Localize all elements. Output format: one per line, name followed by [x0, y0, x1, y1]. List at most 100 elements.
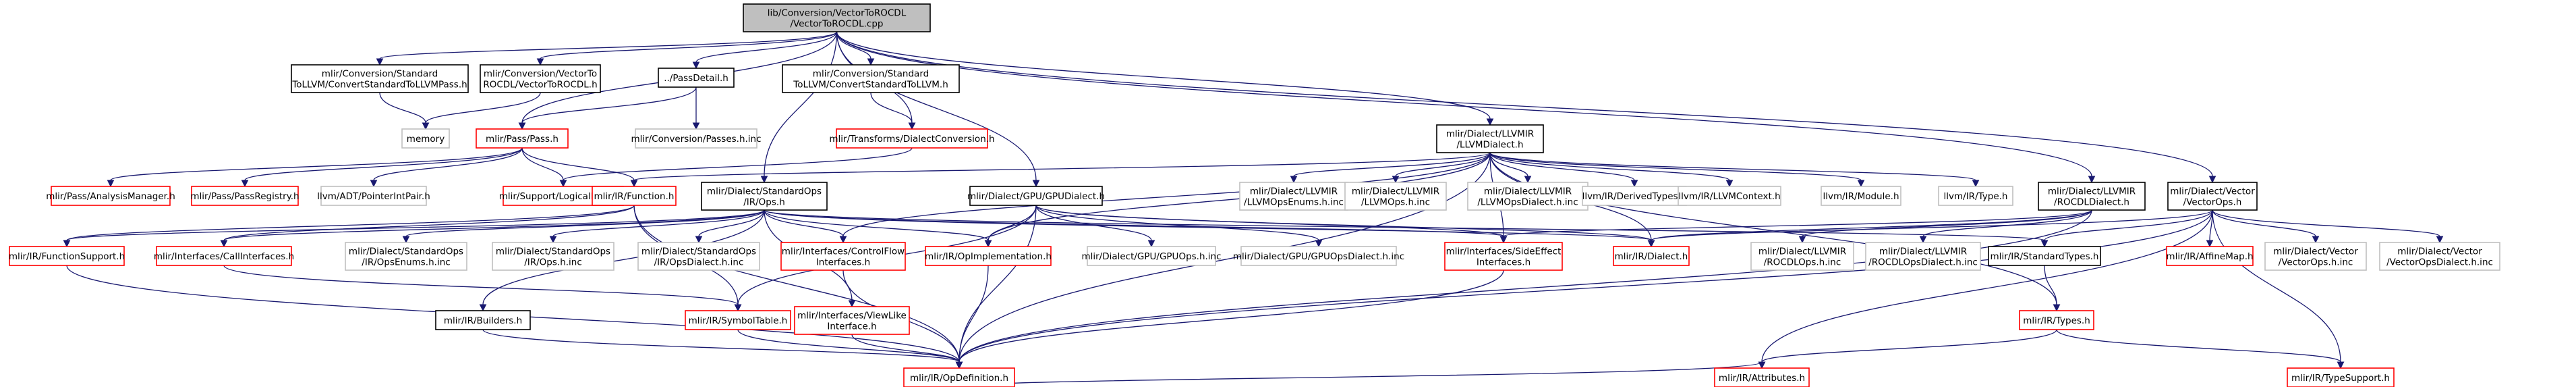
node-box — [658, 68, 735, 88]
node-box — [2019, 310, 2094, 330]
edge-std-ops-to-call-interfaces — [220, 209, 765, 248]
node-label: /IR/OpsDialect.h.inc — [654, 257, 744, 268]
node-vec-to-rocdl-h[interactable]: mlir/Conversion/VectorToROCDL/VectorToRO… — [480, 64, 601, 93]
edge-pass-h-to-logical-result — [521, 147, 567, 188]
node-box — [345, 242, 467, 271]
node-box — [1714, 367, 1810, 387]
node-label: mlir/Dialect/Vector — [2170, 186, 2255, 197]
node-pass-h[interactable]: mlir/Pass/Pass.h — [476, 128, 569, 149]
node-call-interfaces[interactable]: mlir/Interfaces/CallInterfaces.h — [154, 246, 294, 266]
node-op-definition[interactable]: mlir/IR/OpDefinition.h — [903, 367, 1015, 387]
node-op-impl[interactable]: mlir/IR/OpImplementation.h — [925, 246, 1052, 266]
node-box — [1467, 182, 1588, 211]
edge-gpu-dialect-to-gpu-ops-inc — [1035, 205, 1155, 248]
node-box — [782, 64, 960, 93]
edge-llvm-dialect-to-llvm-context — [1489, 152, 1734, 188]
edge-llvm-dialect-to-llvm-ops-enums — [1290, 152, 1491, 184]
node-attributes[interactable]: mlir/IR/Attributes.h — [1714, 367, 1810, 387]
node-box — [1678, 186, 1781, 206]
edge-op-definition-to-attributes — [958, 361, 1766, 387]
edge-gpu-dialect-to-op-definition — [955, 205, 1037, 369]
edge-call-interfaces-to-symbol-table — [223, 265, 742, 312]
node-box — [435, 310, 531, 330]
node-conv-passes-inc: mlir/Conversion/Passes.h.inc — [631, 128, 762, 149]
node-rocdl-dialect[interactable]: mlir/Dialect/LLVMIR/ROCDLDialect.h — [2038, 182, 2146, 211]
node-type-support[interactable]: mlir/IR/TypeSupport.h — [2287, 367, 2395, 387]
node-box — [701, 182, 828, 211]
node-box — [1865, 242, 1981, 271]
edge-rocdl-dialect-to-rocdl-ops-dialect — [1919, 209, 2092, 244]
node-label: mlir/IR/StandardTypes.h — [1991, 251, 2099, 262]
node-label: /VectorToROCDL.cpp — [791, 19, 884, 30]
node-label: mlir/Interfaces/ControlFlow — [782, 247, 905, 257]
edge-std-to-llvm-to-dialect-conv — [870, 92, 916, 130]
node-box — [2167, 182, 2258, 211]
node-symbol-table[interactable]: mlir/IR/SymbolTable.h — [685, 310, 791, 330]
node-label: mlir/Dialect/Vector — [2273, 247, 2358, 257]
node-rocdl-ops: mlir/Dialect/LLVMIR/ROCDLOps.h.inc — [1750, 242, 1854, 271]
node-ir-types[interactable]: mlir/IR/Types.h — [2019, 310, 2094, 330]
node-function-support[interactable]: mlir/IR/FunctionSupport.h — [9, 246, 125, 266]
node-dialect-conv[interactable]: mlir/Transforms/DialectConversion.h — [829, 128, 995, 149]
node-label: ToLLVM/ConvertStandardToLLVM.h — [793, 80, 948, 91]
edge-llvm-dialect-to-llvm-type — [1489, 152, 1980, 188]
node-label: /VectorOps.h.inc — [2279, 257, 2353, 268]
node-label: mlir/Dialect/LLVMIR — [1758, 247, 1846, 257]
node-gpu-dialect[interactable]: mlir/Dialect/GPU/GPUDialect.h — [967, 186, 1105, 206]
node-memory: memory — [401, 128, 450, 149]
edge-std-ops-to-std-ops-dialect — [695, 209, 765, 244]
edge-vector-ops-to-type-support — [2212, 209, 2345, 369]
node-function-h[interactable]: mlir/IR/Function.h — [592, 186, 677, 206]
node-analysis-mgr[interactable]: mlir/Pass/AnalysisManager.h — [46, 186, 175, 206]
node-llvm-ops-inc: mlir/Dialect/LLVMIR/LLVMOps.h.inc — [1344, 182, 1447, 211]
node-label: mlir/Conversion/VectorTo — [484, 69, 597, 80]
edge-root-to-vector-ops — [836, 31, 2216, 184]
node-affine-map[interactable]: mlir/IR/AffineMap.h — [2166, 246, 2254, 266]
edge-root-to-std-to-llvm-pass — [376, 31, 838, 66]
node-llvm-dialect[interactable]: mlir/Dialect/LLVMIR/LLVMDialect.h — [1436, 124, 1544, 153]
edge-builders-to-op-definition — [482, 329, 963, 369]
node-label: mlir/Dialect/LLVMIR — [1484, 186, 1572, 197]
node-ir-dialect[interactable]: mlir/IR/Dialect.h — [1613, 246, 1690, 266]
edge-ir-types-to-attributes — [1758, 329, 2057, 369]
node-label: /IR/Ops.h — [743, 197, 785, 208]
node-label: mlir/Interfaces/CallInterfaces.h — [154, 251, 294, 262]
node-pass-detail[interactable]: ../PassDetail.h — [658, 68, 735, 88]
node-root[interactable]: lib/Conversion/VectorToROCDL/VectorToROC… — [743, 3, 931, 32]
edge-llvm-dialect-to-llvm-ops-dialect — [1489, 152, 1532, 184]
node-box — [2166, 246, 2254, 266]
edge-rocdl-dialect-to-side-effect — [1499, 209, 2092, 244]
edge-gpu-dialect-to-gpu-ops-dialect — [1035, 205, 1323, 248]
node-label: mlir/Conversion/Standard — [322, 69, 438, 80]
node-box — [9, 246, 125, 266]
node-label: mlir/IR/SymbolTable.h — [689, 315, 788, 326]
node-std-to-llvm-pass[interactable]: mlir/Conversion/StandardToLLVM/ConvertSt… — [291, 64, 469, 93]
node-label: ROCDL/VectorToROCDL.h — [483, 80, 597, 91]
node-std-ops[interactable]: mlir/Dialect/StandardOps/IR/Ops.h — [701, 182, 828, 211]
node-std-to-llvm[interactable]: mlir/Conversion/StandardToLLVM/ConvertSt… — [782, 64, 960, 93]
node-builders[interactable]: mlir/IR/Builders.h — [435, 310, 531, 330]
node-label: /LLVMOpsDialect.h.inc — [1477, 197, 1578, 208]
node-vector-ops[interactable]: mlir/Dialect/Vector/VectorOps.h — [2167, 182, 2258, 211]
node-std-ops-dialect: mlir/Dialect/StandardOps/IR/OpsDialect.h… — [637, 242, 760, 271]
node-label: mlir/IR/FunctionSupport.h — [9, 251, 125, 262]
node-box — [925, 246, 1052, 266]
edge-root-to-rocdl-dialect — [836, 31, 2096, 184]
edge-vector-ops-to-op-definition — [955, 209, 2213, 369]
edge-root-to-gpu-dialect — [836, 31, 1040, 188]
node-label: mlir/Dialect/StandardOps — [707, 186, 822, 197]
node-label: mlir/Dialect/LLVMIR — [1352, 186, 1439, 197]
node-pass-registry[interactable]: mlir/Pass/PassRegistry.h — [190, 186, 299, 206]
node-box — [685, 310, 791, 330]
node-label: /VectorOps.h — [2183, 197, 2242, 208]
node-std-types[interactable]: mlir/IR/StandardTypes.h — [1988, 246, 2101, 266]
node-box — [637, 242, 760, 271]
node-box — [1436, 124, 1544, 153]
edge-side-effect-to-op-definition — [955, 269, 1504, 369]
node-label: /ROCDLOps.h.inc — [1764, 257, 1841, 268]
node-box — [903, 367, 1015, 387]
node-label: /ROCDLOpsDialect.h.inc — [1868, 257, 1978, 268]
